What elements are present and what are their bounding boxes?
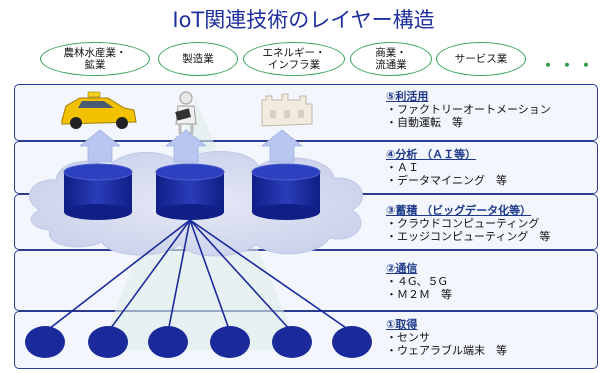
layer-1-line-1: ・センサ	[386, 331, 430, 344]
diagram-title: IoT関連技術のレイヤー構造	[172, 8, 435, 32]
industry-commerce: 商業・ 流通業	[350, 42, 432, 76]
factory-icon	[261, 93, 313, 127]
layer-4-heading: ④分析 （ＡＩ等）	[386, 148, 477, 161]
arrow-up-2	[164, 129, 208, 163]
database-cylinder-3	[251, 163, 321, 220]
industry-service: サービス業	[436, 42, 526, 76]
layer-2-line-2: ・Ｍ２Ｍ 等	[386, 288, 452, 301]
layer-2-heading: ②通信	[386, 262, 418, 275]
industry-energy: エネルギー・ インフラ業	[243, 42, 345, 76]
more-industries: ・・・	[540, 56, 598, 75]
industry-manufacturing: 製造業	[158, 42, 238, 76]
sensor-node-5	[272, 326, 312, 358]
layer-1-heading: ①取得	[386, 318, 418, 331]
link-1	[44, 219, 191, 333]
layer-1-description: ①取得 ・センサ ・ウェアラブル端末 等	[386, 318, 507, 357]
layer-3-heading: ③蓄積 （ビッグデータ化等）	[386, 204, 532, 217]
database-cylinder-1	[63, 163, 133, 220]
layer-5-description: ⑤利活用 ・ファクトリーオートメーション ・自動運転 等	[386, 90, 551, 129]
layer-1-line-2: ・ウェアラブル端末 等	[386, 344, 507, 357]
industry-agriculture: 農林水産業・ 鉱業	[40, 42, 150, 76]
sensor-node-4	[210, 326, 250, 358]
layer-5-line-2: ・自動運転 等	[386, 116, 463, 129]
link-4	[189, 219, 231, 333]
layer-4-line-2: ・データマイニング 等	[386, 174, 507, 187]
arrow-up-1	[78, 129, 122, 163]
sensor-node-2	[88, 326, 128, 358]
layer-4-line-1: ・ＡＩ	[386, 161, 419, 174]
layer-3-line-1: ・クラウドコンピューティング	[386, 217, 540, 230]
layer-2-line-1: ・４G、５G	[386, 275, 448, 288]
database-cylinder-2	[155, 163, 225, 220]
layer-2-description: ②通信 ・４G、５G ・Ｍ２Ｍ 等	[386, 262, 452, 301]
link-5	[189, 219, 293, 333]
person-with-tablet-icon	[175, 91, 197, 134]
taxi-car-icon	[61, 91, 137, 129]
layer-3-description: ③蓄積 （ビッグデータ化等） ・クラウドコンピューティング ・エッジコンピューテ…	[386, 204, 550, 243]
layer-4-description: ④分析 （ＡＩ等） ・ＡＩ ・データマイニング 等	[386, 148, 507, 187]
layer-3-line-2: ・エッジコンピューティング 等	[386, 230, 551, 243]
sensor-node-3	[148, 326, 188, 358]
layer-5-line-1: ・ファクトリーオートメーション	[386, 103, 551, 116]
layer-5-heading: ⑤利活用	[386, 90, 429, 103]
link-6	[189, 219, 353, 333]
link-2	[107, 219, 191, 333]
arrow-up-3	[260, 129, 304, 163]
sensor-node-6	[332, 326, 372, 358]
sensor-node-1	[25, 326, 65, 358]
link-3	[167, 219, 191, 333]
